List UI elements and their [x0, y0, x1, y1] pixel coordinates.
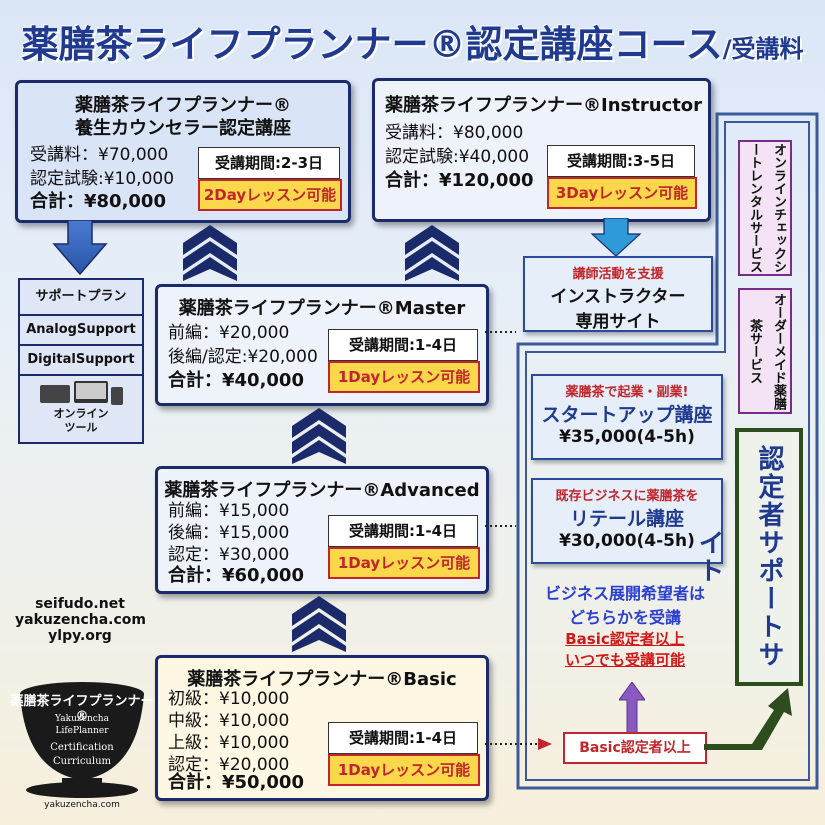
basic-period: 受講期間:1-4日 [328, 722, 478, 754]
retail-card[interactable]: 既存ビジネスに薬膳茶を リテール講座 ¥30,000(4-5h) [531, 478, 723, 564]
counselor-lesson: 2Dayレッスン可能 [198, 179, 342, 211]
retail-l2: リテール講座 [569, 508, 684, 530]
logo-name: 薬膳茶ライフプランナー® [10, 694, 154, 724]
title-sub: /受講料 [722, 35, 804, 63]
right-frame [516, 112, 819, 790]
startup-card[interactable]: 薬膳茶で起業・副業! スタートアップ講座 ¥35,000(4-5h) [531, 374, 723, 460]
digital-support: DigitalSupport [18, 344, 144, 376]
instructor-exam: 認定試験:¥40,000 [385, 147, 530, 167]
online-label-1: オンライン [53, 407, 109, 420]
url-1[interactable]: seifudo.net [35, 596, 125, 612]
online-tool-box: オンライン ツール [18, 374, 144, 444]
devices-icon [40, 381, 123, 405]
page-title: 薬膳茶ライフプランナー®認定講座コース/受講料 [0, 14, 825, 68]
teacup-logo-icon [20, 682, 144, 798]
master-period: 受講期間:1-4日 [328, 329, 478, 361]
logo-l1: Yakuzencha [55, 714, 109, 724]
instructor-site-l1: 講師活動を支援 [572, 267, 664, 282]
arrow-down-icon [52, 220, 108, 276]
instructor-site-l3: 専用サイト [575, 312, 661, 332]
online-label-2: ツール [64, 421, 98, 434]
advanced-lesson: 1Dayレッスン可能 [328, 547, 480, 579]
counselor-title-1: 薬膳茶ライフプランナー® [75, 95, 291, 116]
arrow-right-icon [704, 688, 792, 750]
basic-line-1: 初級：¥10,000 [168, 689, 290, 709]
logo-url: yakuzencha.com [44, 800, 120, 810]
counselor-total: 合計：¥80,000 [30, 191, 166, 212]
instructor-card: 薬膳茶ライフプランナー®Instructor 受講料：¥80,000 認定試験:… [372, 78, 711, 222]
advanced-card: 薬膳茶ライフプランナー®Advanced 前編：¥15,000 後編：¥15,0… [155, 466, 489, 594]
counselor-exam: 認定試験:¥10,000 [30, 169, 175, 189]
instructor-title: 薬膳茶ライフプランナー®Instructor [385, 95, 703, 116]
startup-l2: スタートアップ講座 [541, 404, 713, 426]
basic-line-3: 上級：¥10,000 [168, 733, 290, 753]
chevron-up-icon [292, 408, 346, 464]
business-l4: いつでも受講可能 [564, 651, 685, 669]
url-3[interactable]: ylpy.org [48, 628, 112, 644]
instructor-period: 受講期間:3-5日 [547, 145, 695, 177]
url-2[interactable]: yakuzencha.com [15, 612, 146, 628]
chevron-up-icon [292, 596, 346, 652]
chevron-up-icon [405, 225, 459, 281]
dotted-connector [485, 331, 552, 750]
url-list: seifudo.net yakuzencha.com ylpy.org [15, 596, 146, 644]
master-card: 薬膳茶ライフプランナー®Master 前編：¥20,000 後編/認定:¥20,… [155, 284, 489, 406]
counselor-period: 受講期間:2-3日 [198, 147, 340, 179]
startup-l3: ¥35,000(4-5h) [559, 427, 695, 447]
master-line-2: 後編/認定:¥20,000 [168, 347, 318, 367]
business-l1: ビジネス展開希望者は [544, 584, 705, 603]
basic-line-4: 認定：¥20,000 [168, 755, 290, 775]
basic-total: 合計：¥50,000 [168, 772, 304, 793]
logo-l3: Certification [50, 742, 114, 753]
arrow-up-icon [619, 682, 645, 734]
advanced-line-3: 認定：¥30,000 [168, 545, 290, 565]
instructor-lesson: 3Dayレッスン可能 [547, 177, 697, 209]
advanced-period: 受講期間:1-4日 [328, 515, 478, 547]
title-main: 薬膳茶ライフプランナー®認定講座コース [21, 23, 723, 66]
master-total: 合計：¥40,000 [168, 370, 304, 391]
order-service: オーダーメイド薬膳茶サービス [738, 288, 792, 414]
rental-service: オンラインチェックシートレンタルサービス [738, 140, 792, 276]
startup-l1: 薬膳茶で起業・副業! [565, 385, 689, 400]
instructor-fee: 受講料：¥80,000 [385, 123, 524, 143]
basic-requirement-badge: Basic認定者以上 [563, 732, 707, 764]
advanced-line-1: 前編：¥15,000 [168, 501, 290, 521]
instructor-site-l2: インストラクター [550, 287, 686, 307]
master-lesson: 1Dayレッスン可能 [328, 361, 480, 393]
business-l2: どちらかを受講 [568, 608, 681, 627]
support-plan-label: サポートプラン [18, 278, 144, 316]
basic-card: 薬膳茶ライフプランナー®Basic 初級：¥10,000 中級：¥10,000 … [155, 655, 489, 801]
advanced-total: 合計：¥60,000 [168, 565, 304, 586]
counselor-title-2: 養生カウンセラー認定講座 [75, 118, 291, 139]
basic-lesson: 1Dayレッスン可能 [328, 754, 480, 786]
master-title: 薬膳茶ライフプランナー®Master [178, 298, 466, 319]
analog-support: AnalogSupport [18, 314, 144, 346]
master-line-1: 前編：¥20,000 [168, 323, 290, 343]
business-note: ビジネス展開希望者は どちらかを受講 Basic認定者以上 いつでも受講可能 [520, 580, 730, 670]
counselor-card: 薬膳茶ライフプランナー® 養生カウンセラー認定講座 受講料：¥70,000 認定… [15, 80, 351, 223]
chevron-up-icon [183, 225, 237, 281]
basic-title: 薬膳茶ライフプランナー®Basic [187, 669, 457, 690]
advanced-title: 薬膳茶ライフプランナー®Advanced [164, 480, 480, 501]
logo-l2: LifePlanner [55, 726, 109, 736]
retail-l3: ¥30,000(4-5h) [559, 531, 695, 551]
basic-line-2: 中級：¥10,000 [168, 711, 290, 731]
retail-l1: 既存ビジネスに薬膳茶を [555, 489, 699, 504]
logo: 薬膳茶ライフプランナー® Yakuzencha LifePlanner Cert… [8, 672, 156, 820]
logo-l4: Curriculum [52, 756, 111, 767]
business-l3: Basic認定者以上 [565, 630, 685, 648]
arrow-down-icon [590, 218, 642, 257]
advanced-line-2: 後編：¥15,000 [168, 523, 290, 543]
certified-support-site[interactable]: 認定者サポートサイト [694, 428, 803, 686]
counselor-fee: 受講料：¥70,000 [30, 145, 169, 165]
instructor-site-card[interactable]: 講師活動を支援 インストラクター 専用サイト [523, 256, 713, 332]
instructor-total: 合計：¥120,000 [385, 170, 534, 191]
